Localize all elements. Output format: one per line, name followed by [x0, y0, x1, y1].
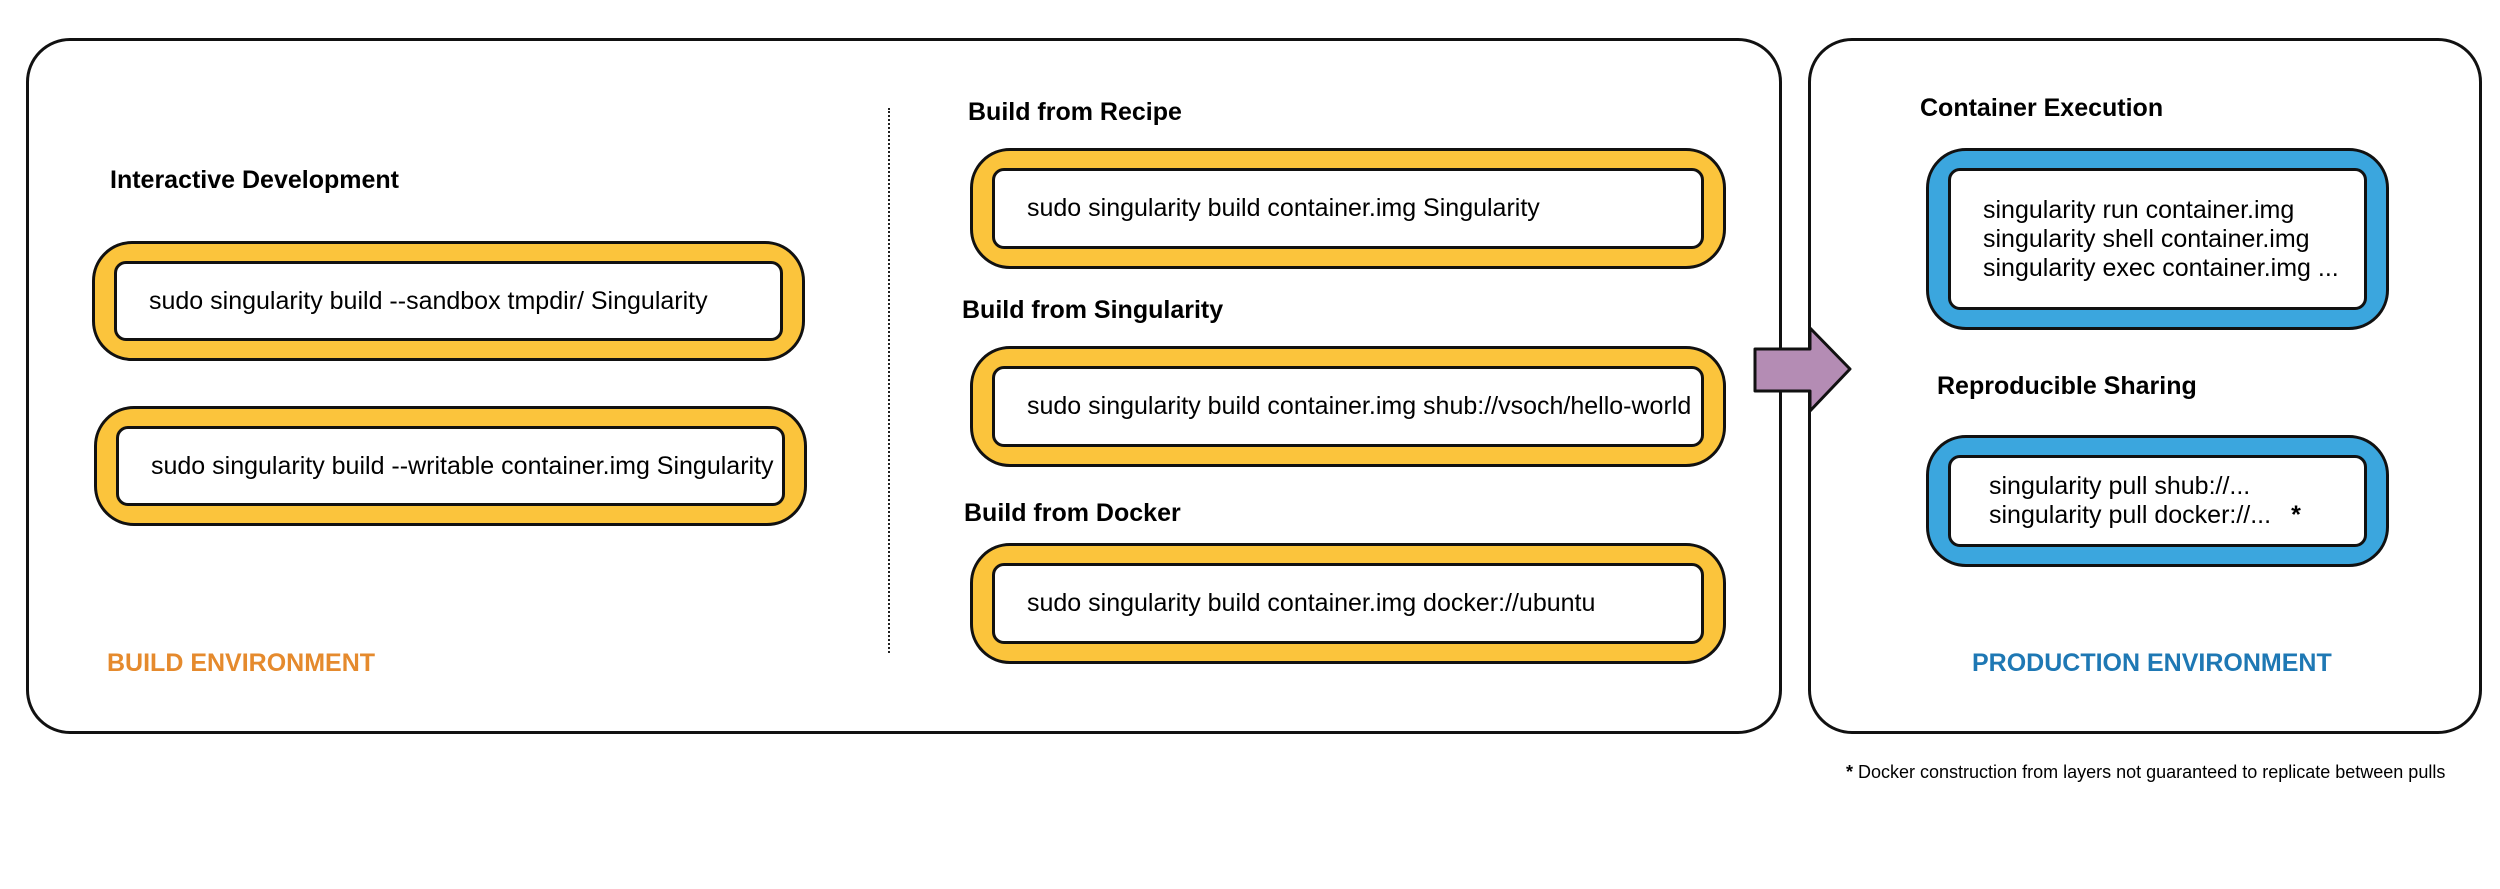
interactive-development-heading: Interactive Development — [110, 166, 399, 194]
sandbox-build-command-box: sudo singularity build --sandbox tmpdir/… — [92, 241, 805, 361]
reproducible-sharing-heading: Reproducible Sharing — [1937, 372, 2197, 400]
recipe-build-command: sudo singularity build container.img Sin… — [992, 168, 1704, 249]
docker-build-command-box: sudo singularity build container.img doc… — [970, 543, 1726, 664]
shell-command: singularity shell container.img — [1983, 224, 2310, 253]
writable-build-command: sudo singularity build --writable contai… — [116, 426, 785, 506]
singularity-build-command: sudo singularity build container.img shu… — [992, 366, 1704, 447]
build-from-recipe-heading: Build from Recipe — [968, 98, 1182, 126]
execution-command-box: singularity run container.img singularit… — [1926, 148, 2389, 330]
docker-pull-command: singularity pull docker://... — [1989, 501, 2272, 529]
docker-pull-command-line: singularity pull docker://... * — [1989, 501, 2364, 530]
build-from-singularity-heading: Build from Singularity — [962, 296, 1224, 324]
build-from-docker-heading: Build from Docker — [964, 499, 1181, 527]
docker-build-command: sudo singularity build container.img doc… — [992, 563, 1704, 644]
footnote: * Docker construction from layers not gu… — [1846, 762, 2445, 783]
footnote-asterisk: * — [2291, 501, 2301, 529]
recipe-build-command-box: sudo singularity build container.img Sin… — [970, 148, 1726, 269]
writable-build-command-box: sudo singularity build --writable contai… — [94, 406, 807, 526]
execution-commands: singularity run container.img singularit… — [1948, 168, 2367, 310]
run-command: singularity run container.img — [1983, 195, 2295, 224]
sandbox-build-command: sudo singularity build --sandbox tmpdir/… — [114, 261, 783, 341]
footnote-star: * — [1846, 762, 1854, 782]
exec-command: singularity exec container.img ... — [1983, 253, 2339, 282]
container-execution-heading: Container Execution — [1920, 94, 2164, 122]
footnote-text: Docker construction from layers not guar… — [1853, 762, 2446, 782]
sharing-commands: singularity pull shub://... singularity … — [1948, 455, 2367, 547]
production-environment-label: PRODUCTION ENVIRONMENT — [1972, 649, 2332, 677]
build-section-divider — [888, 108, 890, 653]
singularity-build-command-box: sudo singularity build container.img shu… — [970, 346, 1726, 467]
build-environment-label: BUILD ENVIRONMENT — [107, 649, 376, 677]
sharing-command-box: singularity pull shub://... singularity … — [1926, 435, 2389, 567]
right-arrow-icon — [1753, 326, 1852, 413]
shub-pull-command: singularity pull shub://... — [1989, 472, 2251, 500]
